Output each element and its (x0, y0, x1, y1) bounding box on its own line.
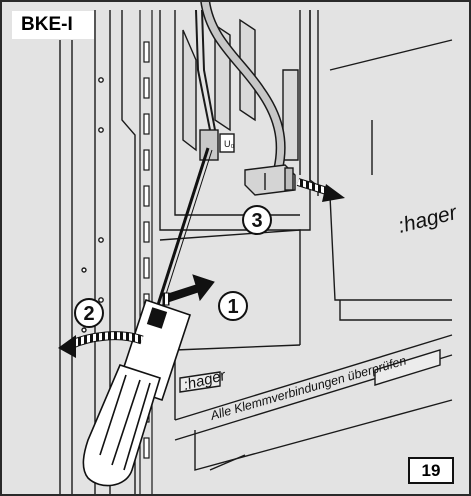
step-3-marker: 3 (242, 205, 272, 235)
cable-harness (195, 0, 286, 172)
page-number: 19 (408, 457, 454, 484)
lower-module (159, 229, 453, 471)
terminal-block (199, 129, 235, 161)
arrow-step-2 (58, 331, 144, 358)
screwdriver (82, 147, 213, 487)
step-2-number: 2 (83, 303, 94, 325)
terminal-label: U₀ (224, 139, 234, 149)
arrow-step-3 (296, 178, 345, 202)
step-1-marker: 1 (218, 291, 248, 321)
left-rail (59, 10, 136, 496)
arrow-step-1 (162, 274, 215, 306)
step-1-number: 1 (227, 296, 238, 318)
right-panel (317, 10, 453, 321)
step-2-marker: 2 (74, 298, 104, 328)
figure-title: BKE-I (12, 11, 94, 39)
step-3-number: 3 (251, 210, 262, 232)
plug-connector (244, 164, 296, 196)
